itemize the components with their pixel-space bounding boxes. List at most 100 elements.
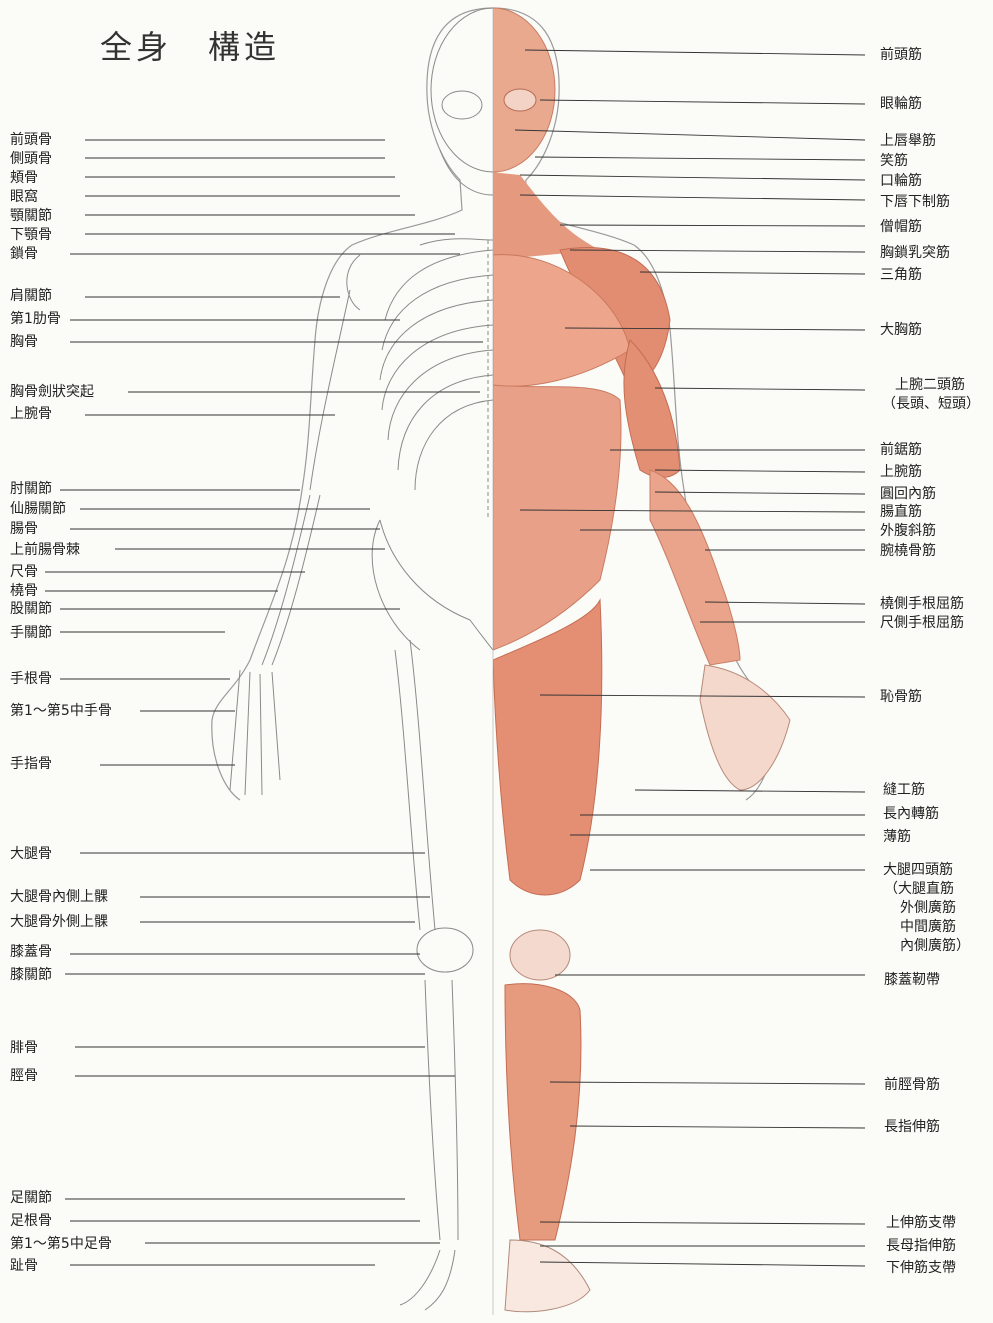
label-metatarsals: 第1～第5中足骨 [10,1235,112,1253]
label-superior-extensor-retinaculum: 上伸筋支帶 [886,1214,956,1232]
label-rectus-femoris: （大腿直筋 [884,880,954,898]
label-wrist-joint: 手關節 [10,624,52,642]
label-sternum: 胸骨 [10,333,38,351]
label-fcr: 橈側手根屈筋 [880,595,964,613]
label-ulna: 尺骨 [10,563,38,581]
thigh-muscle [493,600,602,895]
label-depressor-labii: 下唇下制筋 [880,193,950,211]
label-fibula: 腓骨 [10,1039,38,1057]
leader-line [515,130,865,140]
label-ankle-joint: 足關節 [10,1189,52,1207]
abdomen [493,385,621,650]
label-sacroiliac: 仙腸關節 [10,500,66,518]
leader-line [705,602,865,604]
label-carpals: 手根骨 [10,670,52,688]
pelvis [380,520,493,650]
label-mandible: 下顎骨 [10,226,52,244]
label-inferior-extensor-retinaculum: 下伸筋支帶 [886,1259,956,1277]
leader-line [655,470,865,472]
label-patellar-ligament: 膝蓋靭帶 [884,971,940,989]
label-radius: 橈骨 [10,582,38,600]
label-orbicularis-oris: 口輪筋 [880,172,922,190]
label-orbicularis-oculi: 眼輪筋 [880,95,922,113]
label-pectineus: 恥骨筋 [880,688,922,706]
label-risorius: 笑筋 [880,152,908,170]
label-serratus-anterior: 前鋸筋 [880,441,922,459]
label-vastus-medialis: 內側廣筋） [900,937,970,955]
hand-bones [230,670,280,795]
label-humerus: 上腕骨 [10,405,52,423]
label-gracilis: 薄筋 [883,828,911,846]
label-tibialis-anterior: 前脛骨筋 [884,1076,940,1094]
leader-line [540,1262,865,1266]
label-femur: 大腿骨 [10,845,52,863]
label-levator-labii: 上唇舉筋 [880,132,936,150]
neck-muscle [470,170,600,260]
ribcage [380,250,493,490]
label-brachialis: 上腕筋 [880,463,922,481]
label-rectus-abdominis: 腸直筋 [880,503,922,521]
foot [505,1240,590,1312]
label-brachioradialis: 腕橈骨筋 [880,542,936,560]
label-vastus-intermedius: 中間廣筋 [900,918,956,936]
label-phalanges-foot: 趾骨 [10,1257,38,1275]
leader-line [535,157,865,160]
label-tarsals: 足根骨 [10,1212,52,1230]
label-elbow-joint: 肘關節 [10,480,52,498]
lower-leg-muscle [505,984,581,1240]
label-ext-hallucis-longus: 長母指伸筋 [886,1237,956,1255]
label-hip-joint: 股關節 [10,600,52,618]
label-vastus-lateralis: 外側廣筋 [900,899,956,917]
label-patella: 膝蓋骨 [10,943,52,961]
label-xiphoid: 胸骨劍狀突起 [10,383,94,401]
leader-line [520,175,865,180]
label-pronator-teres: 圓回內筋 [880,485,936,503]
leader-line [640,272,865,274]
label-fcu: 尺側手根屈筋 [880,614,964,632]
label-ilium: 腸骨 [10,520,38,538]
label-clavicle: 鎖骨 [10,245,38,263]
label-tmj: 顎關節 [10,207,52,225]
leader-line [540,1222,865,1224]
label-external-oblique: 外腹斜筋 [880,522,936,540]
leader-line [550,1082,865,1084]
label-first-rib: 第1肋骨 [10,310,61,328]
label-ext-digitorum-longus: 長指伸筋 [884,1118,940,1136]
label-shoulder-joint: 肩關節 [10,287,52,305]
label-phalanges-hand: 手指骨 [10,755,52,773]
label-sartorius: 縫工筋 [883,781,925,799]
label-metacarpals: 第1～第5中手骨 [10,702,112,720]
label-tibia: 脛骨 [10,1067,38,1085]
hand-muscle [700,665,790,790]
leader-line [655,388,865,390]
label-temporal-bone: 側頭骨 [10,150,52,168]
label-frontal-bone: 前頭骨 [10,131,52,149]
leader-line [560,225,865,226]
label-knee-joint: 膝關節 [10,966,52,984]
label-biceps-heads: （長頭、短頭） [882,395,980,413]
foot-bones [400,1250,455,1310]
label-biceps: 上腕二頭筋 [895,376,965,394]
label-adductor-longus: 長內轉筋 [883,805,939,823]
label-quadriceps: 大腿四頭筋 [883,861,953,879]
forearm-muscle [650,470,740,665]
leader-line [540,100,865,104]
femur [410,640,435,930]
label-zygomatic-bone: 頬骨 [10,169,38,187]
patella [510,930,570,980]
label-sternocleidomastoid: 胸鎖乳突筋 [880,244,950,262]
leader-line [570,1126,865,1128]
leader-line [525,50,865,55]
leader-line [520,195,865,200]
label-trapezius: 僧帽筋 [880,218,922,236]
label-orbit: 眼窩 [10,188,38,206]
leader-line [635,790,865,792]
leader-line [655,492,865,494]
label-medial-epicondyle: 大腿骨內側上髁 [10,888,108,906]
label-deltoid: 三角筋 [880,266,922,284]
label-frontalis: 前頭筋 [880,46,922,64]
label-lateral-epicondyle: 大腿骨外側上髁 [10,913,108,931]
label-pectoralis-major: 大胸筋 [880,321,922,339]
label-asis: 上前腸骨棘 [10,541,80,559]
